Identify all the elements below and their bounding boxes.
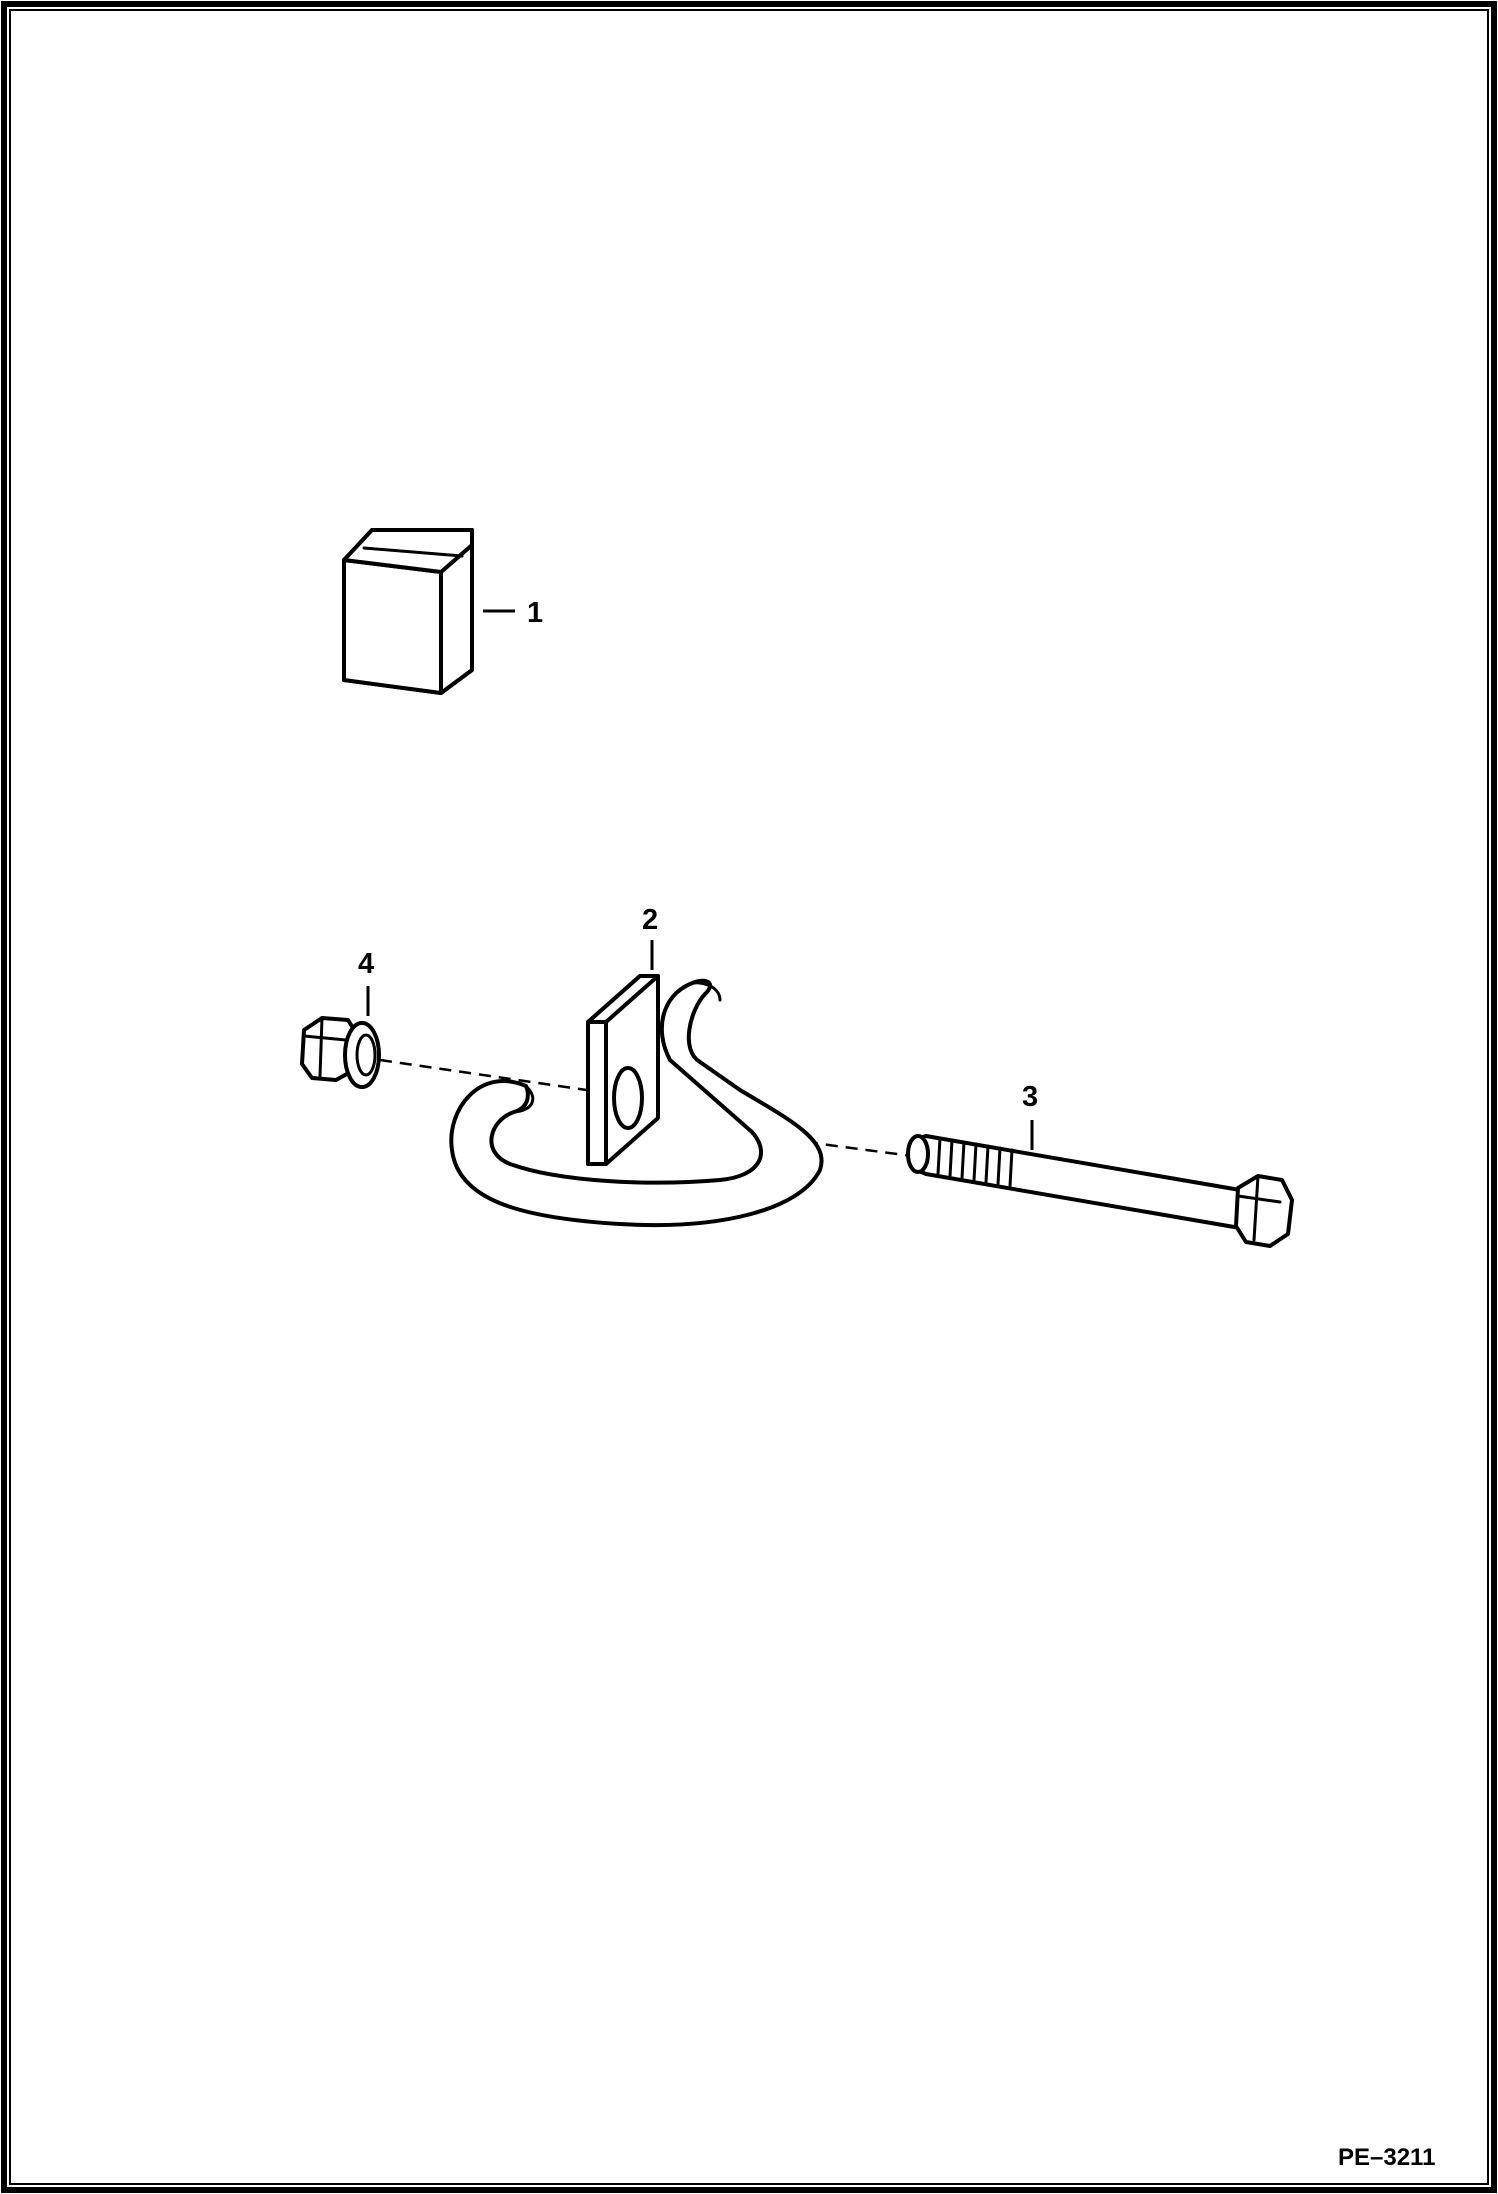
part-3-bolt <box>906 1134 1294 1248</box>
callout-3-label: 3 <box>1022 1081 1038 1113</box>
part-2-tow-hook <box>449 974 824 1228</box>
reference-code: PE–3211 <box>1338 2144 1435 2171</box>
page-border-inner <box>9 9 1489 2185</box>
callout-2-label: 2 <box>642 904 658 936</box>
part-4-flange-nut <box>300 1016 381 1089</box>
assembly-axis-line-right <box>805 1140 913 1158</box>
callout-4-label: 4 <box>358 948 374 980</box>
part-1-block <box>342 528 474 695</box>
assembly-axis-line <box>379 1058 601 1094</box>
callout-1-label: 1 <box>527 597 543 629</box>
